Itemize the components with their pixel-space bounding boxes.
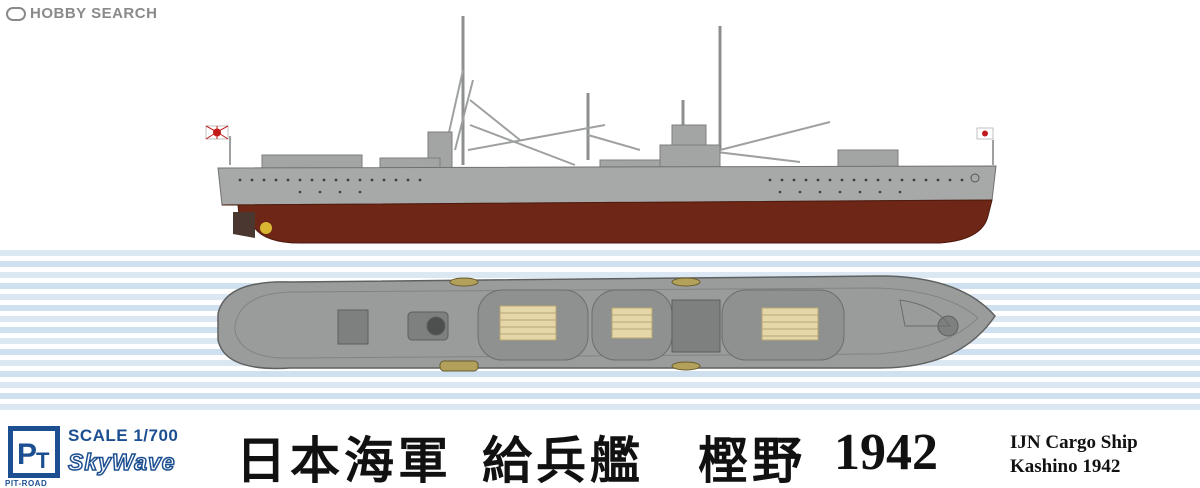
ship-top-view (217, 275, 996, 372)
series-logo: SkyWave (67, 448, 176, 476)
ship-name: 樫野 (698, 431, 806, 488)
title-band: P T PIT-ROAD SCALE 1/700 SkyWave 日本海軍給兵艦… (0, 418, 1200, 488)
english-title-line1: IJN Cargo Ship (1010, 432, 1138, 453)
navy-label: 日本海軍 (236, 431, 452, 488)
ship-year: 1942 (834, 424, 938, 481)
watermark-text: HOBBY SEARCH (30, 5, 158, 22)
svg-text:T: T (36, 448, 50, 473)
ship-side-profile (205, 16, 997, 244)
japanese-title: 日本海軍給兵艦 (236, 421, 674, 488)
scale-label: SCALE 1/700 (68, 426, 179, 445)
watermark: HOBBY SEARCH (6, 5, 157, 22)
brand-caption: PIT-ROAD (5, 479, 48, 488)
watermark-logo-icon (6, 6, 26, 21)
pit-road-logo-icon: P T (8, 426, 60, 478)
svg-text:P: P (17, 438, 37, 471)
english-title-line2: Kashino 1942 (1010, 456, 1121, 477)
ship-type-label: 給兵艦 (482, 431, 644, 488)
